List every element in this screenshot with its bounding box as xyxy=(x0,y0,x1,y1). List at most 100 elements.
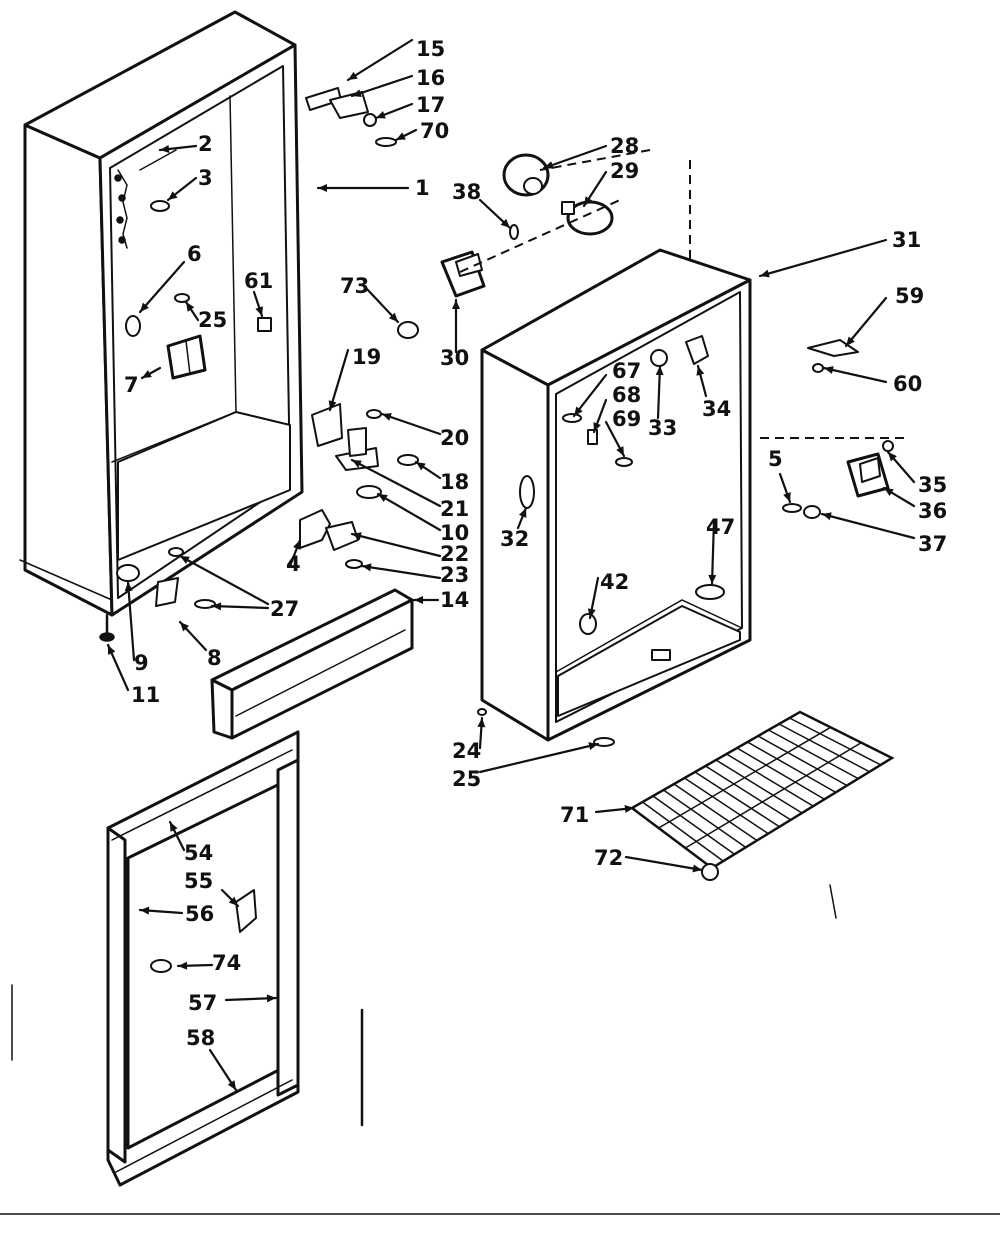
callout-59: 59 xyxy=(895,284,924,308)
callout-arrowhead xyxy=(352,460,362,468)
shim xyxy=(397,454,419,466)
callout-16: 16 xyxy=(416,66,445,90)
callout-60: 60 xyxy=(893,372,922,396)
callout-leader-line xyxy=(350,74,414,98)
callout-leader-line xyxy=(822,366,888,384)
callout-leader-line xyxy=(360,564,442,580)
shelf-crossbar xyxy=(684,741,863,849)
callout-31: 31 xyxy=(892,228,921,252)
callout-arrowhead xyxy=(212,602,222,611)
switch-housing xyxy=(846,452,890,498)
callout-arrowhead xyxy=(584,196,593,206)
callout-11: 11 xyxy=(131,683,160,707)
callout-37: 37 xyxy=(918,532,947,556)
callout-leader-line xyxy=(820,512,916,540)
light-shield xyxy=(440,250,486,298)
callout-leader-line xyxy=(478,742,600,774)
magnet-74 xyxy=(150,959,172,973)
callout-56: 56 xyxy=(185,902,214,926)
callout-29: 29 xyxy=(610,159,639,183)
shelf-rod xyxy=(778,723,871,773)
callout-arrowhead xyxy=(108,645,116,655)
callout-28: 28 xyxy=(610,134,639,158)
callout-9: 9 xyxy=(134,651,149,675)
drain-cup xyxy=(651,649,671,661)
callout-arrowhead xyxy=(846,336,855,346)
shelf-rod xyxy=(757,735,848,787)
callout-arrowhead xyxy=(696,366,705,376)
callout-arrowhead xyxy=(227,1080,236,1090)
light-socket xyxy=(502,153,550,197)
callout-arrowhead xyxy=(760,269,770,278)
shelf-rod xyxy=(662,789,747,849)
callout-arrowhead xyxy=(376,111,386,119)
callout-1: 1 xyxy=(415,176,430,200)
callout-38: 38 xyxy=(452,180,481,204)
callout-leader-line xyxy=(758,238,888,278)
door-clip-55 xyxy=(235,889,257,933)
callout-arrowhead xyxy=(266,994,276,1003)
callout-27: 27 xyxy=(270,597,299,621)
foot xyxy=(116,564,140,582)
screw xyxy=(174,293,190,303)
callout-arrowhead xyxy=(587,608,596,618)
shelf-rod xyxy=(736,747,826,800)
callout-leader-line xyxy=(542,144,608,170)
callout-14: 14 xyxy=(440,588,469,612)
callout-57: 57 xyxy=(188,991,217,1015)
callout-arrowhead xyxy=(500,218,510,228)
callout-47: 47 xyxy=(706,515,735,539)
screw xyxy=(345,559,363,569)
callout-23: 23 xyxy=(440,563,469,587)
callout-leader-line xyxy=(380,412,442,436)
light-bulb xyxy=(561,200,614,236)
callout-19: 19 xyxy=(352,345,381,369)
shelf-rod xyxy=(715,759,803,814)
lower-hinge-bracket xyxy=(299,509,359,551)
callout-arrowhead xyxy=(293,540,301,550)
callout-arrowhead xyxy=(382,413,392,421)
callout-arrowhead xyxy=(416,462,426,471)
callout-arrowhead xyxy=(414,596,423,604)
callout-33: 33 xyxy=(648,416,677,440)
screw xyxy=(194,599,216,609)
callout-leader-line xyxy=(210,604,270,610)
front-trim-strip xyxy=(210,588,414,740)
callout-arrowhead xyxy=(396,132,406,140)
callout-arrowhead xyxy=(124,582,133,592)
callout-leader-line xyxy=(350,458,442,508)
shelf-rod xyxy=(652,795,736,855)
callout-32: 32 xyxy=(500,527,529,551)
callout-arrowhead xyxy=(708,574,717,584)
shelf-rod xyxy=(788,717,882,766)
callout-20: 20 xyxy=(440,426,469,450)
hinge-bracket-plate xyxy=(335,427,379,471)
callout-74: 74 xyxy=(212,951,241,975)
hinge-pin xyxy=(366,409,382,419)
callout-arrowhead xyxy=(160,145,170,153)
callout-arrowhead xyxy=(168,191,178,200)
callout-36: 36 xyxy=(918,499,947,523)
callout-2: 2 xyxy=(198,132,213,156)
callout-58: 58 xyxy=(186,1026,215,1050)
callout-arrowhead xyxy=(588,742,598,750)
callout-leader-line xyxy=(346,38,414,82)
callout-numbers: 1 2 3 4 5 6 7 8 9 10 11 14 15 16 17 18 1… xyxy=(124,37,947,1050)
screw xyxy=(168,547,184,557)
nut-35 xyxy=(882,440,894,452)
callout-leaders xyxy=(106,38,916,1092)
center-hinge-bracket xyxy=(311,403,343,447)
callout-35: 35 xyxy=(918,473,947,497)
cabinet-liner-left xyxy=(19,10,304,617)
callout-arrowhead xyxy=(362,563,372,572)
callout-67: 67 xyxy=(612,359,641,383)
shelf-crossbar xyxy=(657,726,832,829)
callout-7: 7 xyxy=(124,373,139,397)
callout-arrowhead xyxy=(388,312,398,322)
callout-68: 68 xyxy=(612,383,641,407)
callout-leader-line xyxy=(126,580,136,662)
callout-arrowhead xyxy=(140,302,149,312)
callout-arrowhead xyxy=(255,306,263,316)
callout-arrowhead xyxy=(574,406,583,416)
